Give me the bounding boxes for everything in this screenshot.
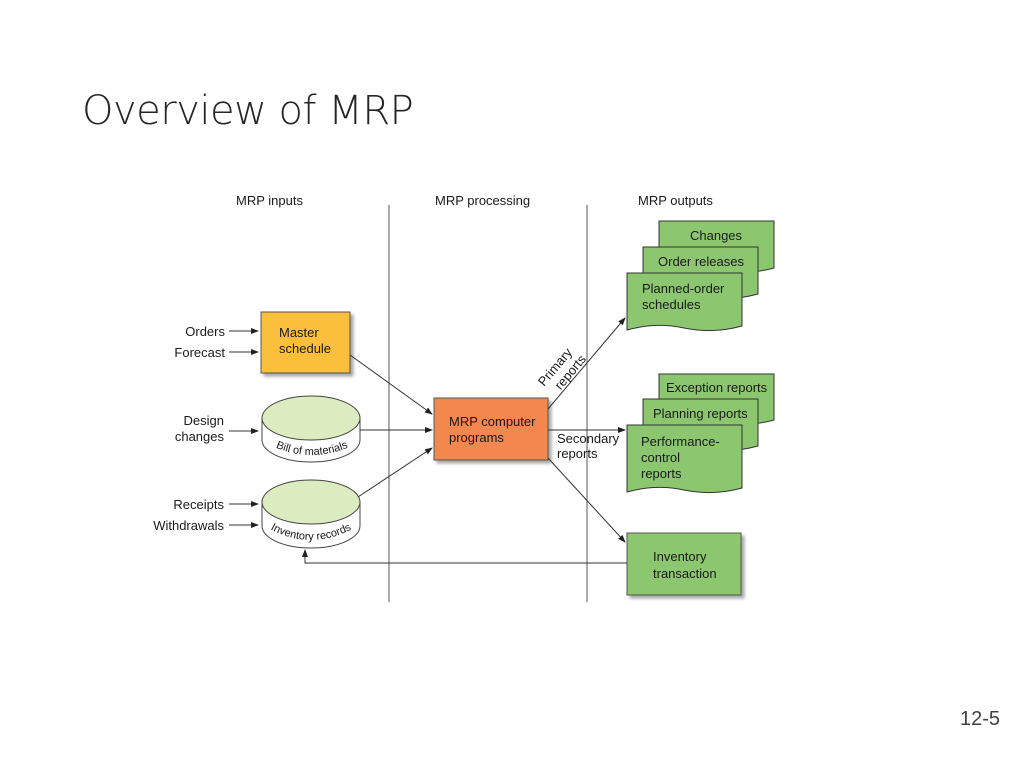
- inventory-transaction-label-2: transaction: [653, 566, 717, 581]
- planned-order-label-1: Planned-order: [642, 281, 725, 296]
- mrp-computer-programs-box: MRP computer programs: [433, 397, 549, 461]
- performance-label-2: control: [641, 450, 680, 465]
- primary-reports-arrow: [547, 317, 626, 410]
- processor-label-2: programs: [449, 430, 504, 445]
- inventory-transaction-arrow: [547, 457, 626, 543]
- performance-label-1: Performance-: [641, 434, 720, 449]
- secondary-reports-label-1: Secondary: [557, 431, 620, 446]
- input-orders: Orders: [185, 324, 225, 339]
- page-number: 12-5: [959, 708, 1000, 730]
- changes-label: Changes: [690, 228, 743, 243]
- input-design-changes-1: Design: [184, 413, 224, 428]
- planning-reports-label: Planning reports: [653, 406, 748, 421]
- input-withdrawals: Withdrawals: [153, 518, 224, 533]
- master-schedule-box: Master schedule: [260, 311, 351, 374]
- bill-of-materials-store: Bill of materials: [261, 395, 361, 463]
- header-mrp-inputs: MRP inputs: [236, 193, 303, 208]
- planned-order-label-2: schedules: [642, 297, 701, 312]
- primary-reports-label: Primary reports: [535, 345, 589, 393]
- header-mrp-outputs: MRP outputs: [638, 193, 713, 208]
- inventory-to-processor-arrow: [357, 447, 433, 498]
- inventory-records-store: Inventory records: [261, 479, 361, 549]
- processor-label-1: MRP computer: [449, 414, 536, 429]
- master-to-processor-arrow: [349, 354, 433, 415]
- performance-label-3: reports: [641, 466, 682, 481]
- inventory-transaction-box: Inventory transaction: [626, 532, 742, 596]
- secondary-reports-label-2: reports: [557, 446, 598, 461]
- exception-reports-label: Exception reports: [666, 380, 768, 395]
- order-releases-label: Order releases: [658, 254, 744, 269]
- input-design-changes-2: changes: [175, 429, 225, 444]
- inventory-transaction-label-1: Inventory: [653, 549, 707, 564]
- slide-title: Overview of MRP: [82, 88, 414, 134]
- performance-control-reports-document: Performance- control reports: [626, 424, 743, 494]
- feedback-loop-arrow: [302, 549, 627, 564]
- master-schedule-label-2: schedule: [279, 341, 331, 356]
- input-forecast: Forecast: [174, 345, 225, 360]
- input-receipts: Receipts: [173, 497, 224, 512]
- master-schedule-label-1: Master: [279, 325, 319, 340]
- header-mrp-processing: MRP processing: [435, 193, 530, 208]
- planned-order-schedules-document: Planned-order schedules: [626, 272, 743, 332]
